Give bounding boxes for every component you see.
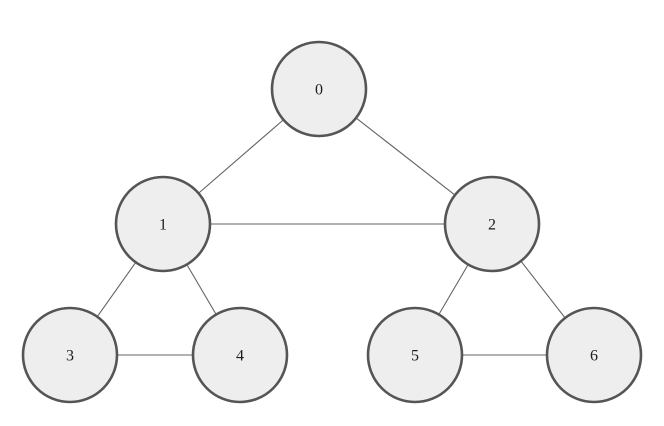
graph-node-circle-4[interactable] <box>191 306 289 404</box>
graph-node-5[interactable]: 5 <box>366 306 464 404</box>
graph-edge-1-3 <box>96 262 137 317</box>
graph-node-label-5: 5 <box>411 348 419 365</box>
graph-node-4[interactable]: 4 <box>191 306 289 404</box>
graph-edge-2-6 <box>520 260 566 319</box>
graph-edge-0-1 <box>198 119 284 194</box>
graph-node-circle-5[interactable] <box>366 306 464 404</box>
graph-node-6[interactable]: 6 <box>545 306 643 404</box>
graph-node-label-2: 2 <box>488 217 496 234</box>
graph-edge-0-2 <box>355 117 456 196</box>
graph-node-2[interactable]: 2 <box>443 175 541 273</box>
graph-node-label-3: 3 <box>66 348 74 365</box>
graph-node-3[interactable]: 3 <box>21 306 119 404</box>
graph-node-circle-3[interactable] <box>21 306 119 404</box>
graph-node-label-1: 1 <box>159 217 167 234</box>
node-layer: 0 1 2 3 4 5 6 <box>21 40 643 404</box>
graph-node-circle-1[interactable] <box>114 175 212 273</box>
graph-node-0[interactable]: 0 <box>270 40 368 138</box>
graph-node-circle-2[interactable] <box>443 175 541 273</box>
graph-node-label-4: 4 <box>236 348 244 365</box>
graph-node-circle-0[interactable] <box>270 40 368 138</box>
graph-node-circle-6[interactable] <box>545 306 643 404</box>
graph-edge-1-4 <box>186 264 217 315</box>
graph-node-label-0: 0 <box>315 82 323 99</box>
graph-node-label-6: 6 <box>590 348 598 365</box>
graph-node-1[interactable]: 1 <box>114 175 212 273</box>
edge-layer <box>96 117 566 356</box>
graph-edge-2-5 <box>438 264 469 315</box>
